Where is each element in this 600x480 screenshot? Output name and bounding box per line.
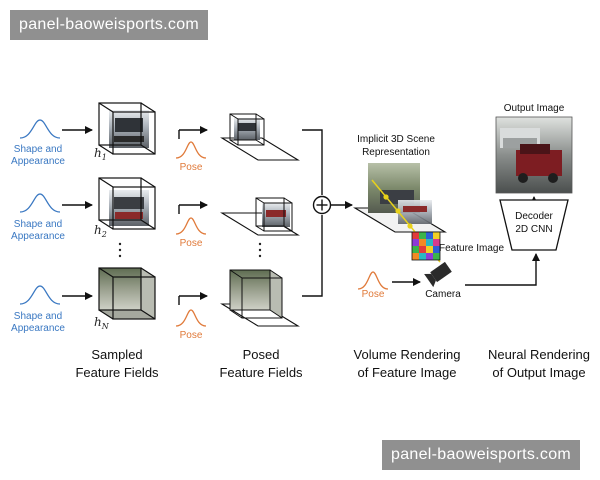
ellipsis-dots — [118, 242, 262, 258]
caption-neural-2: of Output Image — [492, 365, 585, 380]
composition-plus-icon — [312, 195, 332, 215]
feature-field-cube-1 — [98, 102, 156, 155]
scene-title-1: Implicit 3D Scene — [357, 134, 435, 145]
gaussian-shape-icon — [19, 119, 61, 139]
output-image — [495, 116, 573, 194]
feature-image-label: Feature Image — [439, 243, 504, 254]
scene-title-2: Representation — [362, 147, 430, 158]
latent-hN: hN — [94, 315, 110, 331]
caption-posed-1: Posed — [243, 347, 280, 362]
gaussian-pose-icon — [357, 271, 389, 290]
pose-label-3: Pose — [180, 330, 203, 341]
watermark-top: panel-baoweisports.com — [10, 10, 209, 40]
posed-feature-field-1 — [220, 113, 300, 161]
pose-label-camera: Pose — [362, 289, 385, 300]
decoder-sublabel: 2D CNN — [515, 224, 552, 235]
gaussian-shape-icon — [19, 193, 61, 213]
gaussian-shape-icon — [19, 285, 61, 305]
gaussian-pose-icon — [175, 217, 207, 235]
camera-label: Camera — [425, 289, 461, 300]
latent-h1: h1 — [94, 146, 107, 162]
decoder-block — [499, 199, 569, 251]
input-row-3: Shape and Appearance hN Pose — [11, 267, 300, 341]
posed-feature-field-3 — [220, 269, 300, 327]
shape-label-3b: Appearance — [11, 323, 65, 334]
output-image-label: Output Image — [504, 103, 565, 114]
caption-volume-1: Volume Rendering — [354, 347, 461, 362]
input-row-1: Shape and Appearance h1 Pose — [11, 102, 300, 173]
shape-label-2b: Appearance — [11, 231, 65, 242]
pose-label-1: Pose — [180, 162, 203, 173]
caption-volume-2: of Feature Image — [358, 365, 457, 380]
gaussian-pose-icon — [175, 309, 207, 327]
caption-neural-1: Neural Rendering — [488, 347, 590, 362]
camera-icon — [424, 261, 452, 288]
arrow-feature-to-decoder — [465, 253, 540, 286]
feature-image-grid — [411, 231, 441, 261]
feature-field-cube-2 — [98, 177, 156, 230]
input-row-2: Shape and Appearance h2 Pose — [11, 177, 300, 249]
gaussian-pose-icon — [175, 141, 207, 159]
posed-feature-field-2 — [220, 197, 300, 236]
shape-label-3a: Shape and — [14, 311, 62, 322]
shape-label-2a: Shape and — [14, 219, 62, 230]
caption-sampled-2: Feature Fields — [75, 365, 159, 380]
caption-posed-2: Feature Fields — [219, 365, 303, 380]
feature-field-cube-3 — [98, 267, 156, 320]
latent-h2: h2 — [94, 223, 107, 239]
merge-connectors — [302, 129, 323, 297]
shape-label-1b: Appearance — [11, 156, 65, 167]
implicit-scene-representation — [353, 163, 447, 233]
pose-label-2: Pose — [180, 238, 203, 249]
decoder-label: Decoder — [515, 211, 553, 222]
watermark-bottom: panel-baoweisports.com — [382, 440, 581, 470]
caption-sampled-1: Sampled — [91, 347, 142, 362]
shape-label-1a: Shape and — [14, 144, 62, 155]
